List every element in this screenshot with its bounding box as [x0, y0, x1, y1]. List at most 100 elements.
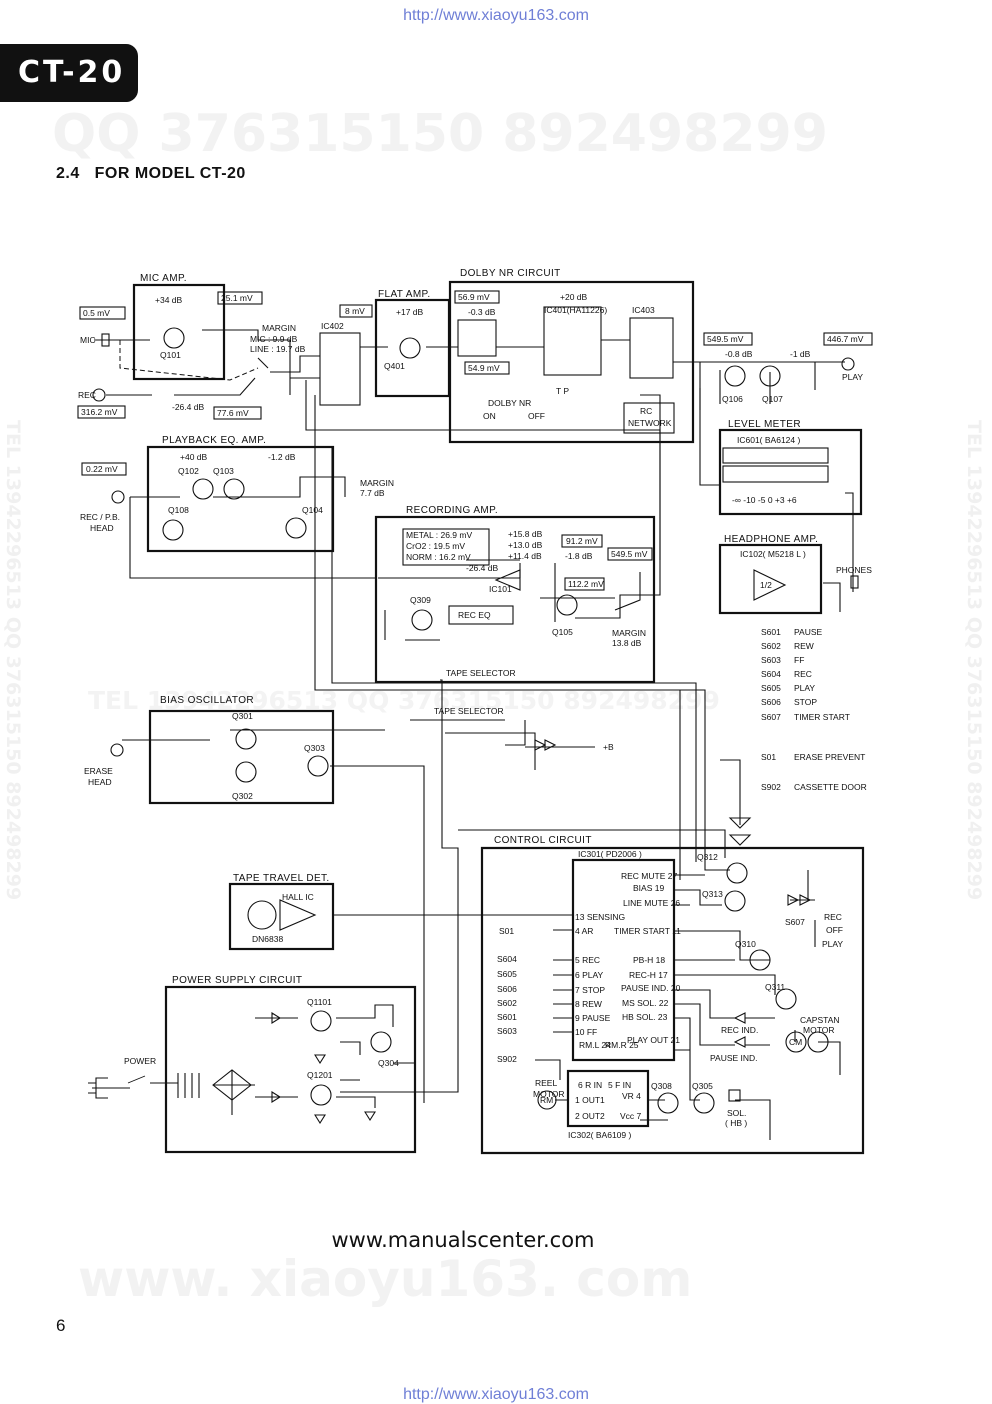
lbl-ic401: IC401(HA11226): [544, 305, 607, 315]
lvl-rec-norm: NORM : 16.2 mV: [406, 552, 471, 562]
label-bias: BIAS OSCILLATOR: [160, 695, 254, 706]
lvl-mic-out: 25.1 mV: [221, 293, 253, 303]
watermark-top: QQ 376315150 892498299: [52, 104, 828, 164]
lbl-meter-scale: -∞ -10 -5 0 +3 +6: [732, 495, 797, 505]
level-boxes: [77, 290, 873, 591]
erase-head: [110, 743, 124, 757]
svg-text:CASSETTE DOOR: CASSETTE DOOR: [794, 782, 867, 792]
sw-s602[interactable]: S602: [497, 998, 517, 1008]
io-s607-rec: REC: [824, 912, 842, 922]
power-diodes: [271, 1012, 376, 1125]
sw-s603[interactable]: S603: [497, 1026, 517, 1036]
lvl-rec-g1: +15.8 dB: [508, 529, 543, 539]
sw-s605[interactable]: S605: [497, 969, 517, 979]
lbl-tape-sel-bias: TAPE SELECTOR: [434, 706, 504, 716]
bias-diodes: [534, 739, 557, 751]
playback-frame: [146, 445, 335, 553]
ic301-pin-sensing: 13 SENSING: [575, 912, 625, 922]
label-level-meter: LEVEL METER: [728, 419, 801, 430]
ic302-pin-fin: 5 F IN: [608, 1080, 631, 1090]
ic403-body: [629, 317, 674, 379]
mic-margin: MARGIN: [262, 323, 296, 333]
solenoid-symbol: [728, 1089, 741, 1102]
ic301-pin-play-out: PLAY OUT 21: [627, 1035, 680, 1045]
lvl-dolby-mid: 54.9 mV: [468, 363, 500, 373]
diodes: [728, 817, 812, 906]
ic301-pin-line-mute: LINE MUTE 26: [623, 898, 680, 908]
sw-s01[interactable]: S01: [499, 926, 514, 936]
label-control: CONTROL CIRCUIT: [494, 835, 592, 846]
transistor-symbols: [162, 327, 829, 1114]
io-s607-off: OFF: [826, 925, 843, 935]
lvl-rec-v3: 112.2 mV: [568, 579, 604, 589]
dolby-filter-box: [457, 319, 497, 357]
svg-text:S01: S01: [761, 752, 776, 762]
lbl-ic101: IC101: [489, 584, 512, 594]
ic301-pin-rec: 5 REC: [575, 955, 600, 965]
label-power: POWER SUPPLY CIRCUIT: [172, 975, 302, 986]
top-url[interactable]: http://www.xiaoyu163.com: [403, 7, 589, 24]
capstan-motor-symbol: [785, 1031, 807, 1053]
pb-margin-v: 7.7 dB: [360, 488, 385, 498]
hall-amp-symbol: [279, 899, 317, 931]
ic302-pin-vcc: Vcc 7: [620, 1111, 642, 1121]
ic301-pin-hb-sol: HB SOL. 23: [622, 1012, 668, 1022]
indicator-leds: [733, 1012, 746, 1048]
lbl-rc-network: NETWORK: [628, 418, 672, 428]
ic301-pin-rew: 8 REW: [575, 999, 602, 1009]
io-capstan2: MOTOR: [803, 1025, 834, 1035]
lvl-rec-metal: METAL : 26.9 mV: [406, 530, 472, 540]
sw-s601[interactable]: S601: [497, 1012, 517, 1022]
lvl-out-loss2: -1 dB: [790, 349, 811, 359]
bottom-url[interactable]: http://www.xiaoyu163.com: [403, 1386, 589, 1403]
io-sol: SOL.: [727, 1108, 746, 1118]
lvl-rec-g3: +11.4 dB: [508, 551, 542, 561]
lbl-tape-sel-rec: TAPE SELECTOR: [446, 668, 516, 678]
rc-network-box: [623, 402, 675, 434]
lbl-hall: HALL IC: [282, 892, 314, 902]
lvl-pb-gain: +40 dB: [180, 452, 208, 462]
lbl-q401: Q401: [384, 361, 405, 371]
svg-text:S603: S603: [761, 655, 781, 665]
svg-text:PAUSE: PAUSE: [794, 627, 823, 637]
svg-text:S902: S902: [761, 782, 781, 792]
sw-s902[interactable]: S902: [497, 1054, 517, 1064]
lbl-q101: Q101: [160, 350, 181, 360]
svg-text:REC: REC: [794, 669, 812, 679]
lbl-dolby-off: OFF: [528, 411, 545, 421]
wiring: [92, 329, 854, 1140]
lbl-q311: Q311: [765, 982, 785, 992]
playback-head: [111, 490, 125, 504]
ic102-symbol: [753, 569, 787, 601]
lbl-q303: Q303: [304, 743, 325, 753]
ic601-body: [722, 447, 829, 464]
io-phones: PHONES: [836, 565, 872, 575]
svg-text:S606: S606: [761, 697, 781, 707]
sw-s606[interactable]: S606: [497, 984, 517, 994]
io-rec-ind: REC IND.: [721, 1025, 758, 1035]
ic302-pin-out1: 1 OUT1: [575, 1095, 605, 1105]
io-erase: ERASE: [84, 766, 113, 776]
io-play: PLAY: [842, 372, 863, 382]
lbl-q301: Q301: [232, 711, 253, 721]
lbl-tp: T P: [556, 386, 569, 396]
lvl-mic-gain: +34 dB: [155, 295, 183, 305]
label-tape-travel: TAPE TRAVEL DET.: [233, 873, 330, 884]
svg-text:S601: S601: [761, 627, 781, 637]
sw-s604[interactable]: S604: [497, 954, 517, 964]
mic-amp-frame: [132, 283, 226, 381]
label-flat-amp: FLAT AMP.: [378, 289, 431, 300]
ic301-pin-rec-mute: REC MUTE 27: [621, 871, 677, 881]
lbl-q104: Q104: [302, 505, 323, 515]
hall-ic-symbol: [247, 900, 277, 930]
footer-site[interactable]: www.manualscenter.com: [331, 1228, 595, 1252]
lvl-rec-g2: +13.0 dB: [508, 540, 543, 550]
lvl-pb-loss: -1.2 dB: [268, 452, 296, 462]
io-reel: REEL: [535, 1078, 557, 1088]
ic302-pin-vr: VR 4: [622, 1091, 641, 1101]
lbl-ic301: IC301( PD2006 ): [578, 849, 642, 859]
play-jack: [841, 357, 855, 371]
lbl-ic601: IC601( BA6124 ): [737, 435, 800, 445]
io-plus-b: +B: [603, 742, 614, 752]
